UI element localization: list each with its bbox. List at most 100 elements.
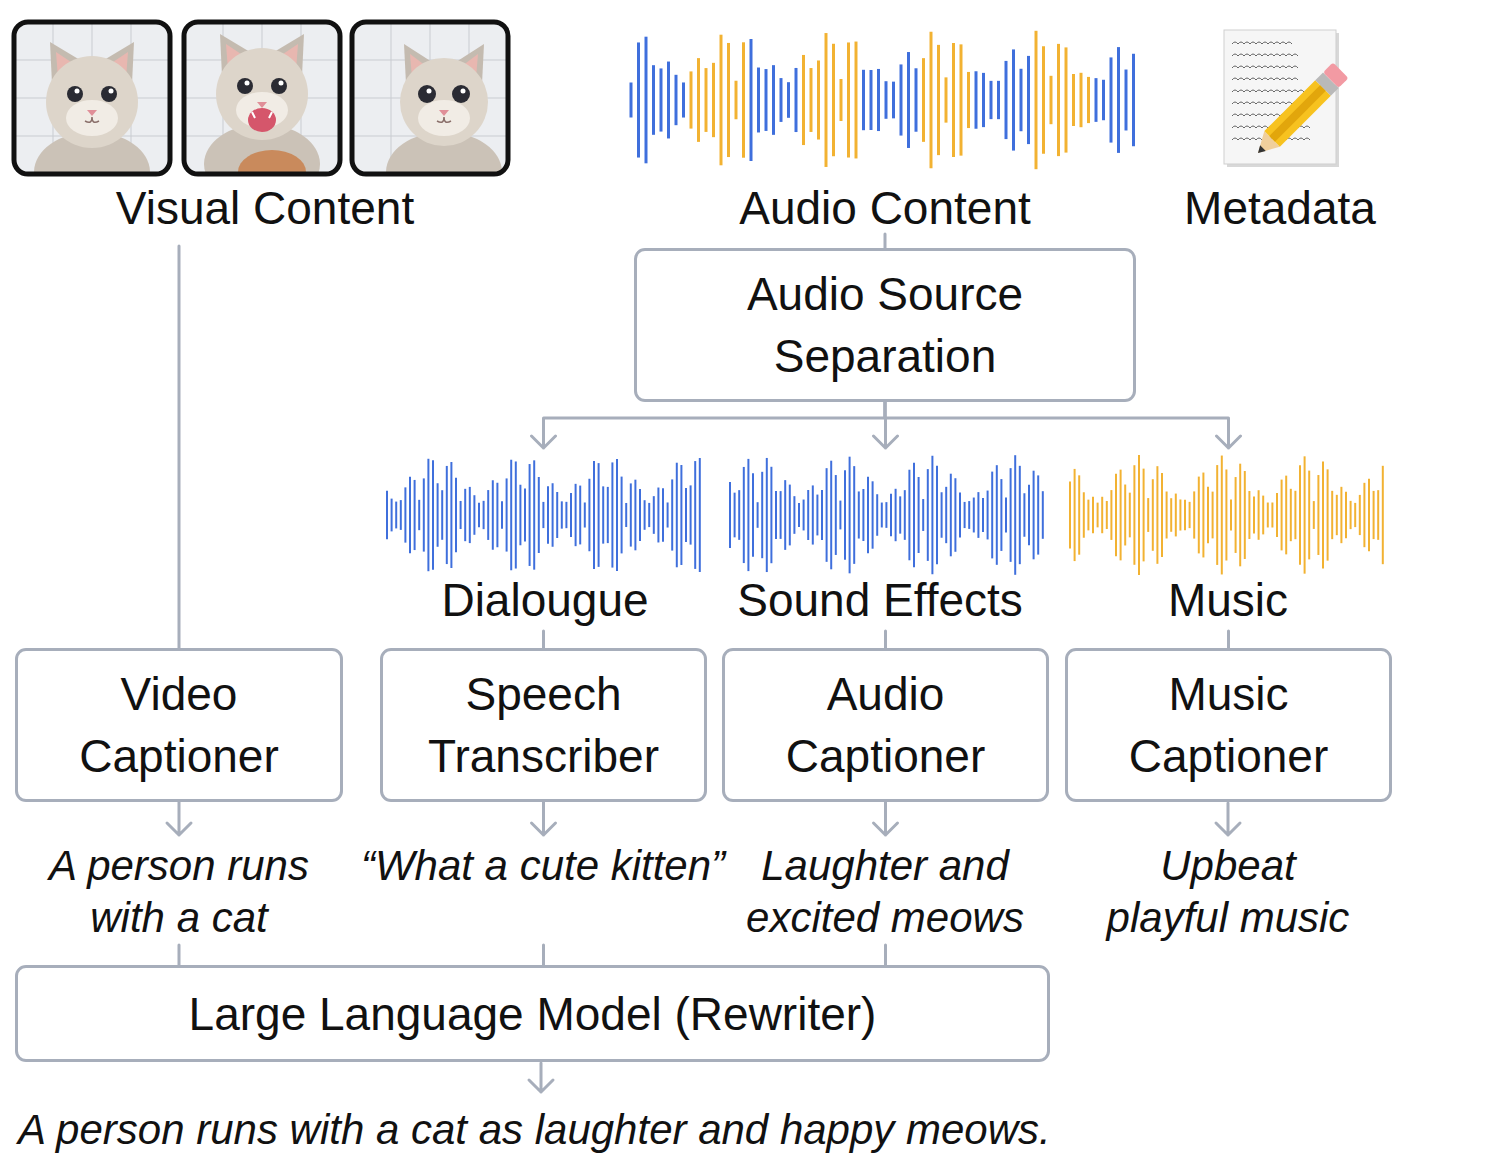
wave-bar bbox=[784, 480, 786, 550]
wave-bar bbox=[515, 461, 517, 568]
wave-bar bbox=[565, 502, 567, 528]
wave-bar bbox=[817, 60, 820, 139]
eye-glint bbox=[427, 89, 432, 94]
wave-bar bbox=[738, 490, 740, 540]
wave-bar bbox=[775, 491, 777, 539]
eye bbox=[67, 86, 83, 102]
wave-bar bbox=[1313, 501, 1315, 529]
kitten-head bbox=[46, 56, 138, 148]
wave-bar bbox=[849, 457, 851, 574]
wave-bar bbox=[667, 502, 669, 527]
wave-bar bbox=[780, 491, 782, 539]
wave-bar bbox=[519, 485, 521, 546]
wave-bar bbox=[1230, 500, 1232, 531]
wave-bar bbox=[1193, 491, 1195, 538]
wave-bar bbox=[1110, 490, 1112, 540]
scribble bbox=[1232, 54, 1298, 56]
wave-bar bbox=[652, 65, 655, 135]
wave-bar bbox=[855, 42, 858, 159]
scribble bbox=[1232, 90, 1304, 92]
wave-bar bbox=[945, 487, 947, 543]
pencil-stripe bbox=[1269, 85, 1326, 142]
wave-bar bbox=[450, 462, 452, 568]
wave-bar bbox=[705, 68, 708, 132]
wave-bar bbox=[1014, 455, 1016, 575]
wave-bar bbox=[1170, 498, 1172, 532]
muzzle bbox=[66, 100, 118, 136]
scribble bbox=[1232, 42, 1292, 44]
wave-bar bbox=[630, 83, 633, 118]
wave-bar bbox=[1050, 76, 1053, 124]
wave-bar bbox=[876, 494, 878, 536]
wave-bar bbox=[645, 37, 648, 164]
open-mouth bbox=[248, 108, 276, 132]
wave-bar bbox=[487, 490, 489, 540]
wave-bar bbox=[757, 68, 760, 133]
wave-bar bbox=[750, 39, 753, 161]
wave-bar bbox=[570, 493, 572, 537]
wave-bar bbox=[478, 503, 480, 527]
wave-bar bbox=[1336, 495, 1338, 535]
wave-bar bbox=[561, 501, 563, 528]
wave-bar bbox=[529, 464, 531, 566]
box-label: Audio Captioner bbox=[741, 663, 1030, 787]
wave-bar bbox=[1129, 493, 1131, 538]
wave-bar bbox=[1350, 501, 1352, 529]
wave-bar bbox=[941, 492, 943, 538]
wave-bar bbox=[1189, 502, 1191, 528]
wave-bar bbox=[630, 483, 632, 546]
wave-bar bbox=[1012, 49, 1015, 150]
wave-bar bbox=[1340, 487, 1342, 543]
wave-bar bbox=[639, 489, 641, 541]
wave-bar bbox=[907, 52, 910, 148]
wave-bar bbox=[676, 463, 678, 568]
wave-bar bbox=[662, 488, 664, 541]
wave-bar bbox=[937, 45, 940, 155]
box-label: Speech Transcriber bbox=[399, 663, 688, 787]
wave-bar bbox=[839, 501, 841, 530]
wave-bar bbox=[510, 460, 512, 571]
section-label: Visual Content bbox=[15, 182, 515, 234]
wave-bar bbox=[418, 500, 420, 530]
wave-bar bbox=[1212, 492, 1214, 539]
eye-glint bbox=[279, 81, 284, 86]
wave-bar bbox=[1042, 491, 1044, 539]
wave-bar bbox=[1087, 77, 1090, 123]
wave-bar bbox=[990, 81, 993, 119]
wave-bar bbox=[1244, 471, 1246, 559]
wave-bar bbox=[890, 494, 892, 537]
wave-bar bbox=[1072, 74, 1075, 126]
section-label: Metadata bbox=[1080, 182, 1480, 234]
wave-bar bbox=[1069, 481, 1071, 548]
kitten-head bbox=[400, 58, 488, 146]
page bbox=[1224, 30, 1336, 164]
box-label: Video Captioner bbox=[34, 663, 324, 787]
wave-bar bbox=[1042, 46, 1045, 153]
wave-bar bbox=[1345, 492, 1347, 538]
wave-bar bbox=[441, 490, 443, 540]
wave-bar bbox=[588, 479, 590, 551]
wave-bar bbox=[816, 495, 818, 536]
wave-bar bbox=[473, 495, 475, 535]
wave-bar bbox=[648, 503, 650, 527]
wave-bar bbox=[690, 71, 693, 128]
wave-bar bbox=[913, 463, 915, 567]
wave-bar bbox=[720, 35, 723, 166]
wave-bar bbox=[611, 462, 613, 567]
wave-bar bbox=[680, 465, 682, 565]
wave-bar bbox=[712, 63, 715, 137]
flow-arrow bbox=[1216, 803, 1240, 835]
mouth bbox=[437, 117, 451, 122]
wave-bar bbox=[524, 489, 526, 542]
wave-bar bbox=[727, 43, 730, 157]
wave-bar bbox=[653, 496, 655, 534]
wave-bar bbox=[977, 492, 979, 538]
wave-bar bbox=[832, 44, 835, 156]
wave-bar bbox=[742, 42, 745, 157]
wave-bar bbox=[1023, 493, 1025, 537]
wave-bar bbox=[844, 470, 846, 559]
wave-bar bbox=[506, 478, 508, 551]
wave-bar bbox=[1152, 479, 1154, 551]
wave-bar bbox=[812, 485, 814, 544]
audio-waveform bbox=[631, 31, 1134, 169]
